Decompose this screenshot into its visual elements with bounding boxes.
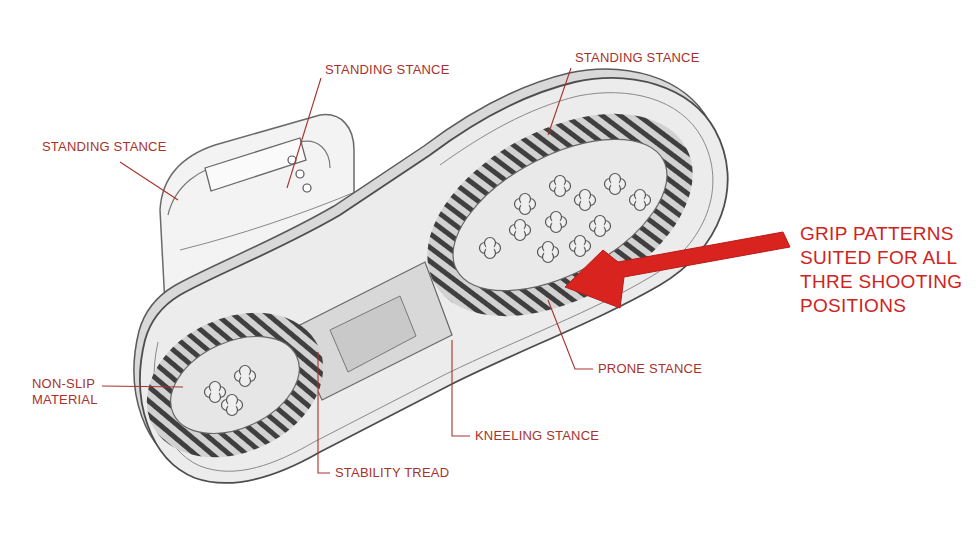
part-label: STABILITY TREAD [335,465,449,481]
forefoot-pad [429,108,691,322]
forefoot-tread [411,90,708,339]
lace-eyelet [296,170,304,178]
outsole [140,78,728,483]
lace-eyelet [303,184,311,192]
part-label: STANDING STANCE [42,139,167,155]
boot-strap [205,138,306,191]
part-label: NON-SLIP MATERIAL [32,376,112,408]
part-label: PRONE STANCE [598,361,702,377]
shank-plate [330,296,416,372]
part-label: STANDING STANCE [325,62,450,78]
part-label: KNEELING STANCE [475,428,599,444]
callout-note: GRIP PATTERNS SUITED FOR ALL THRE SHOOTI… [800,222,965,318]
part-label: STANDING STANCE [575,50,700,66]
heel-pad [155,317,315,452]
leader-lines [102,68,593,473]
outsole-edge [154,93,713,472]
callout-arrow [565,232,790,308]
heel-tread [139,301,330,468]
